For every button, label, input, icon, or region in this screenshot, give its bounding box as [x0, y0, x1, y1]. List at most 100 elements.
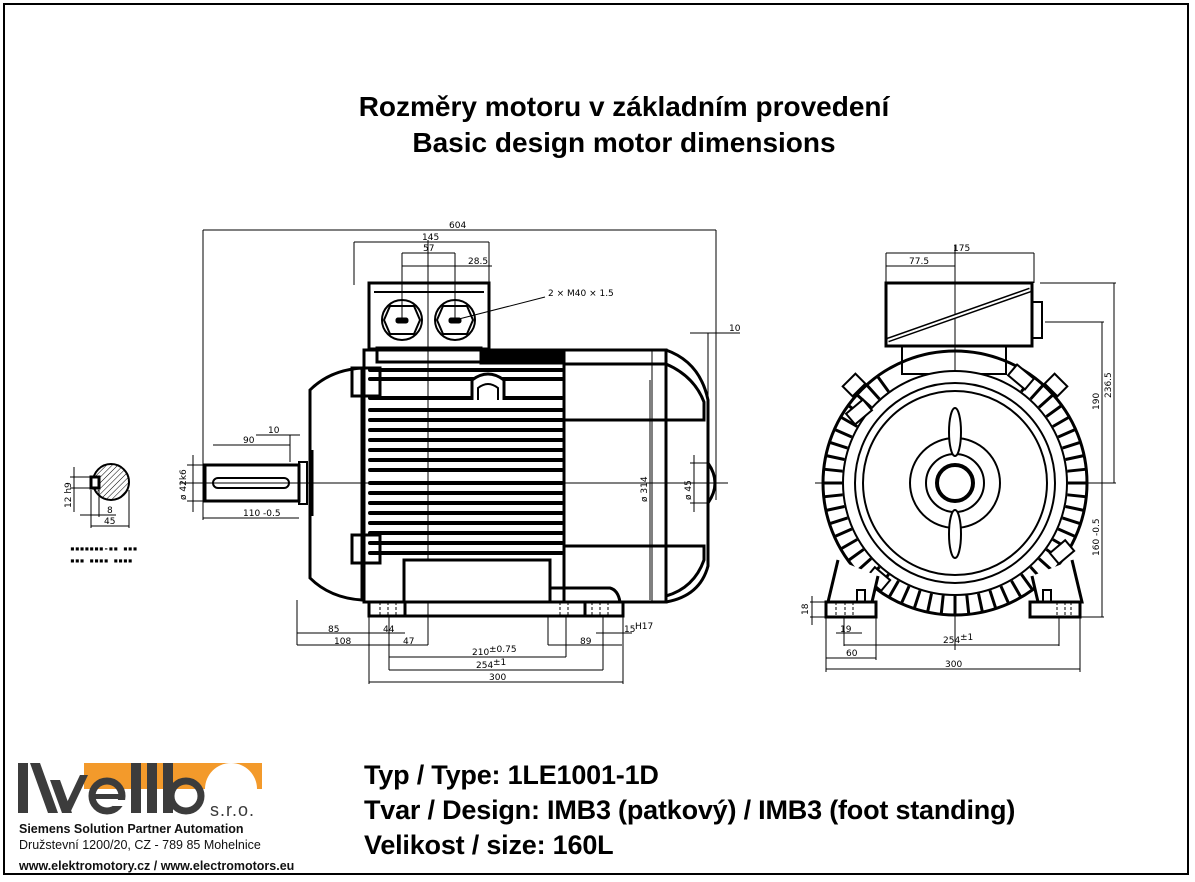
logo-letter-l1 [131, 763, 141, 813]
foot-left-boss [856, 589, 866, 603]
end-fin [1057, 428, 1076, 439]
title-english: Basic design motor dimensions [412, 127, 836, 158]
end-fin [826, 454, 845, 461]
end-fin [1067, 467, 1086, 473]
dim-section-width: 45 [104, 517, 115, 527]
side-view: 604 145 57 28.5 2 × M40 × 1.5 10 10 90 ø… [179, 221, 741, 684]
dim-shaft-key-offset: 10 [268, 426, 280, 436]
dim-overall-length: 604 [449, 221, 466, 231]
terminal-box-diagonal-inner [887, 289, 1031, 341]
logo-letter-e-bar [94, 794, 120, 799]
dim-shaft-key-length: 90 [243, 436, 255, 446]
end-fin [856, 557, 873, 572]
end-fin [988, 590, 997, 609]
dim-box-offset: 28.5 [468, 257, 488, 267]
dim-47: 47 [403, 637, 414, 647]
end-fin [939, 595, 945, 614]
dim-gland-spacing: 57 [423, 244, 434, 254]
side-dimension-lines [187, 229, 740, 684]
end-fin [977, 593, 984, 612]
fan-hub [706, 462, 717, 504]
end-fin [1020, 573, 1034, 590]
dim-foot-300: 300 [489, 673, 506, 683]
section-note-line-2: ▪▪▪ ▪▪▪▪ ▪▪▪▪ [70, 556, 133, 565]
dim-end-overall-width: 300 [945, 660, 962, 670]
shield-slot-top [948, 407, 962, 457]
lug-bottom [350, 533, 382, 565]
fan-cover-rib-bottom [564, 544, 706, 598]
bolt-lug-left [844, 398, 874, 426]
foot-right-leg [1030, 559, 1084, 604]
bolt-lug-right [1006, 363, 1036, 391]
dim-foot-254: 254 [476, 661, 493, 671]
shield-ring-2 [862, 390, 1048, 576]
company-tagline: Siemens Solution Partner Automation [19, 822, 244, 836]
dim-foot-254-tol: ±1 [493, 658, 506, 668]
end-fin [1010, 580, 1022, 598]
end-fin [926, 593, 933, 612]
end-shield-de [308, 366, 364, 602]
dim-shaft-length: 110 -0.5 [243, 509, 281, 519]
gland-leader [454, 296, 546, 321]
end-fin [1029, 384, 1044, 401]
dim-89: 89 [580, 637, 592, 647]
end-fin [834, 527, 853, 538]
dim-shaft-diameter: ø 42k6 [179, 469, 189, 500]
end-fin [826, 505, 845, 512]
dim-108: 108 [334, 637, 351, 647]
logo-letter-l2 [147, 763, 157, 813]
cooling-fins [368, 368, 564, 555]
company-web-links[interactable]: www.elektromotory.cz / www.electromotors… [19, 859, 295, 873]
dim-end-foot-spacing-tol: ±1 [960, 633, 973, 643]
bolt-top-left [841, 372, 867, 398]
shaft-section: 12 h9 8 45 [64, 463, 130, 528]
company-suffix: s.r.o. [210, 800, 256, 820]
drawing-frame [3, 3, 1189, 875]
shaft-keyway [212, 477, 290, 489]
dim-hole-diameter: 19 [840, 625, 852, 635]
shaft-collar [298, 461, 308, 505]
motor-size: Velikost / size: 160L [364, 830, 614, 860]
section-dim-lines [70, 467, 130, 528]
housing-inner [842, 370, 1068, 596]
end-fin [1067, 493, 1086, 499]
end-fin [824, 493, 843, 499]
end-fin [900, 585, 911, 604]
lifting-eye [470, 372, 506, 400]
end-fin [965, 595, 971, 614]
dim-key-depth: 8 [107, 506, 113, 516]
end-fin [829, 441, 848, 450]
dim-hole-15: 15 [624, 625, 635, 635]
dim-height-190: 190 [1092, 393, 1102, 410]
end-fin [1052, 416, 1070, 428]
end-foot-holes [835, 602, 1072, 617]
bolt-lug-lower-right [1048, 538, 1076, 566]
shield-slot-bottom [948, 509, 962, 559]
lifting-eye-inner [477, 383, 499, 400]
logo-letter-k-leg [30, 763, 58, 813]
dim-foot-width: 60 [846, 649, 858, 659]
title-czech: Rozměry motoru v základním provedení [358, 91, 890, 122]
end-fin [1037, 557, 1054, 572]
dim-fan-hub-diameter: ø 45 [684, 480, 694, 500]
end-fin [834, 428, 853, 439]
logo-letter-b-stem [163, 763, 173, 813]
dim-foot-210: 210 [472, 648, 489, 658]
dim-terminal-box-width: 145 [422, 233, 439, 243]
end-fin [913, 590, 922, 609]
fan-cover-rib-top [564, 362, 706, 422]
dim-shaft-height: 160 -0.5 [1092, 518, 1102, 556]
foot-block [402, 558, 552, 604]
dim-fan-cover-offset: 10 [729, 324, 741, 334]
logo-letter-k-stem [18, 763, 28, 813]
bolt-top-right [1043, 372, 1069, 398]
end-fin [1065, 505, 1084, 512]
end-fin [999, 585, 1010, 604]
dim-end-box-offset: 77.5 [909, 257, 929, 267]
foot-holes [379, 602, 609, 616]
dim-foot-210-tol: ±0.75 [489, 645, 517, 655]
foot-base [367, 600, 625, 618]
housing-top-band [479, 349, 565, 365]
company-logo [18, 763, 262, 815]
